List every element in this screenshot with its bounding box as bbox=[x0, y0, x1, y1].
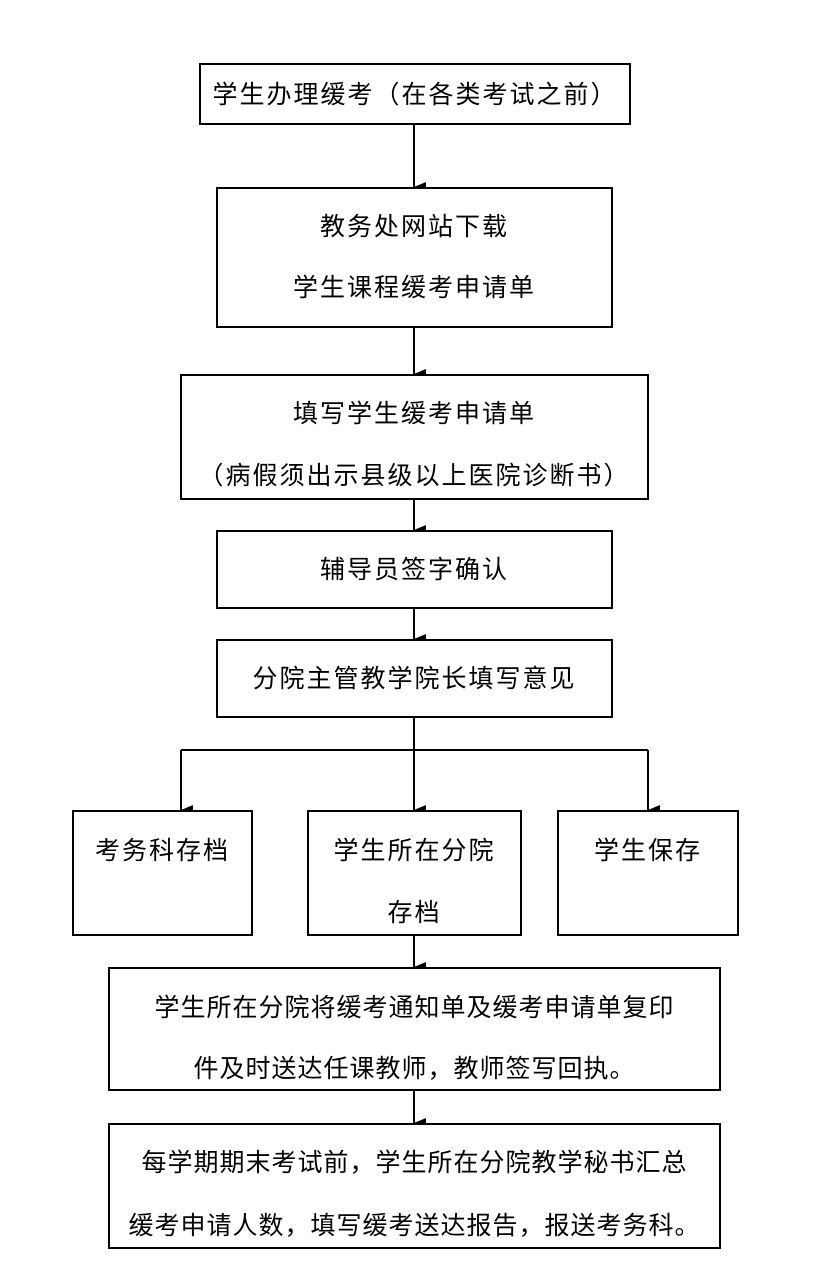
box-apply-deferral-text: 学生办理缓考（在各类考试之前） bbox=[212, 80, 618, 109]
box-fill-form: 填写学生缓考申请单 （病假须出示县级以上医院诊断书） bbox=[180, 374, 649, 500]
box-student-keeps: 学生保存 bbox=[557, 810, 739, 936]
box-dean-opinion-text: 分院主管教学院长填写意见 bbox=[252, 664, 577, 693]
box-send-copies: 学生所在分院将缓考通知单及缓考申请单复印 件及时送达任课教师，教师签写回执。 bbox=[108, 967, 721, 1091]
box-counselor-sign-text: 辅导员签字确认 bbox=[319, 555, 509, 584]
box-download-form-line1: 教务处网站下载 bbox=[319, 212, 509, 241]
box-fill-form-line1: 填写学生缓考申请单 bbox=[292, 399, 536, 428]
box-student-keeps-text: 学生保存 bbox=[593, 836, 702, 865]
box-dean-opinion: 分院主管教学院长填写意见 bbox=[216, 639, 613, 718]
box-summary-report-line2: 缓考申请人数，填写缓考送达报告，报送考务科。 bbox=[128, 1211, 701, 1240]
box-apply-deferral: 学生办理缓考（在各类考试之前） bbox=[199, 63, 631, 125]
box-send-copies-line1: 学生所在分院将缓考通知单及缓考申请单复印 bbox=[154, 993, 675, 1022]
box-send-copies-line2: 件及时送达任课教师，教师签写回执。 bbox=[193, 1054, 636, 1083]
box-exam-office-archive-text: 考务科存档 bbox=[94, 836, 230, 865]
box-counselor-sign: 辅导员签字确认 bbox=[216, 530, 613, 609]
box-summary-report: 每学期期末考试前，学生所在分院教学秘书汇总 缓考申请人数，填写缓考送达报告，报送… bbox=[108, 1123, 721, 1249]
box-college-archive: 学生所在分院 存档 bbox=[307, 810, 522, 936]
box-college-archive-line1: 学生所在分院 bbox=[333, 836, 496, 865]
box-download-form: 教务处网站下载 学生课程缓考申请单 bbox=[216, 187, 613, 328]
box-college-archive-line2: 存档 bbox=[387, 898, 442, 927]
box-fill-form-line2: （病假须出示县级以上医院诊断书） bbox=[198, 461, 631, 490]
box-summary-report-line1: 每学期期末考试前，学生所在分院教学秘书汇总 bbox=[141, 1148, 688, 1177]
box-exam-office-archive: 考务科存档 bbox=[72, 810, 253, 936]
box-download-form-line2: 学生课程缓考申请单 bbox=[292, 273, 536, 302]
